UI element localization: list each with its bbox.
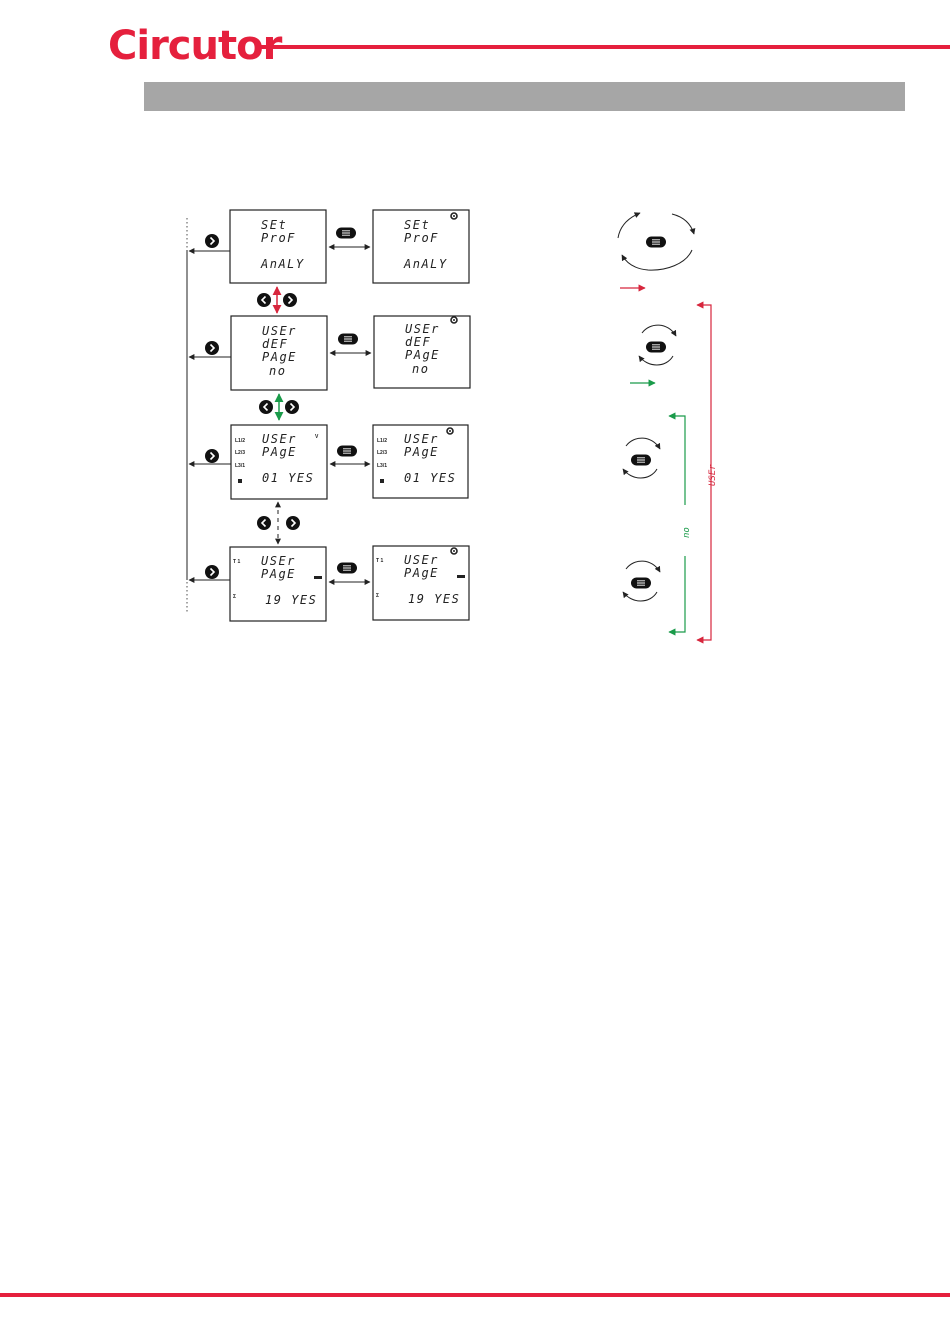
rotate-arrows-icon <box>639 325 676 365</box>
phase-label: L3/1 <box>377 463 387 469</box>
tariff-label: T 1 <box>233 559 240 565</box>
phase-label: L2/3 <box>235 450 245 456</box>
sum-label: Σ <box>376 593 379 599</box>
phase-label: L2/3 <box>377 450 387 456</box>
lcd-line: PAgE <box>262 350 297 364</box>
lcd-line: 19 YES <box>265 593 317 607</box>
lcd-line: 01 YES <box>404 471 456 485</box>
lcd-line: USEr <box>404 553 439 567</box>
rotate-arrows-icon <box>623 438 660 478</box>
indicator-square <box>238 479 242 483</box>
menu-lines-icon <box>337 563 357 574</box>
chevron-right-icon <box>205 234 219 248</box>
chevron-right-icon <box>283 293 297 307</box>
menu-lines-icon <box>336 228 356 239</box>
chevron-left-icon <box>259 400 273 414</box>
legend-label-no: no <box>682 527 692 538</box>
chevron-left-icon <box>257 293 271 307</box>
lcd-line: USEr <box>404 432 439 446</box>
lcd-line: dEF <box>262 337 288 351</box>
green-bracket-top <box>670 416 685 505</box>
menu-lines-icon <box>631 455 651 466</box>
lcd-line: ProF <box>261 231 296 245</box>
lcd-line: PAgE <box>262 445 297 459</box>
lcd-line: PAgE <box>404 566 439 580</box>
rotate-arrows-icon <box>618 213 694 270</box>
lcd-line: PAgE <box>404 445 439 459</box>
lcd-line: no <box>269 364 286 378</box>
phase-label: L1/2 <box>377 438 387 444</box>
lcd-line: AnALY <box>260 257 305 271</box>
tariff-label: T 1 <box>376 558 383 564</box>
lcd-line: dEF <box>405 335 431 349</box>
lcd-line: PAgE <box>405 348 440 362</box>
lcd-line: USEr <box>405 322 440 336</box>
rotate-arrows-icon <box>623 561 660 601</box>
lcd-line: PAgE <box>261 567 296 581</box>
lcd-line: AnALY <box>403 257 448 271</box>
sum-label: Σ <box>233 594 236 600</box>
chevron-right-icon <box>205 449 219 463</box>
menu-lines-icon <box>338 334 358 345</box>
lcd-line: USEr <box>262 432 297 446</box>
lcd-line: ProF <box>404 231 439 245</box>
legend-label-user: USEr <box>708 464 718 486</box>
lcd-line: SEt <box>404 218 430 232</box>
phase-label: L1/2 <box>235 438 245 444</box>
menu-lines-icon <box>631 578 651 589</box>
menu-lines-icon <box>337 446 357 457</box>
chevron-right-icon <box>205 341 219 355</box>
lcd-line: 19 YES <box>408 592 460 606</box>
phase-label: L3/1 <box>235 463 245 469</box>
chevron-right-icon <box>286 516 300 530</box>
chevron-right-icon <box>285 400 299 414</box>
chevron-right-icon <box>205 565 219 579</box>
lcd-line: SEt <box>261 218 287 232</box>
lcd-line: USEr <box>261 554 296 568</box>
chevron-left-icon <box>257 516 271 530</box>
lcd-line: 01 YES <box>262 471 314 485</box>
menu-lines-icon <box>646 342 666 353</box>
green-bracket-bottom <box>670 556 685 632</box>
unit-mark <box>457 575 465 578</box>
indicator-square <box>380 479 384 483</box>
lcd-line: no <box>412 362 429 376</box>
menu-lines-icon <box>646 237 666 248</box>
lcd-line: USEr <box>262 324 297 338</box>
unit-mark <box>314 576 322 579</box>
